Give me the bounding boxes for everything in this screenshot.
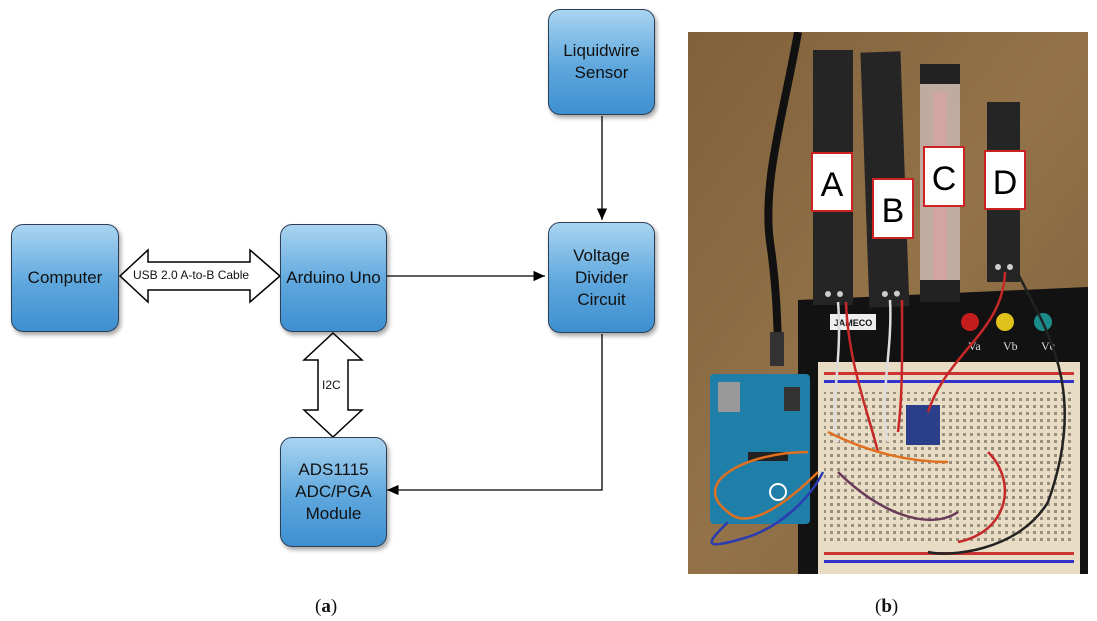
computer-label: Computer bbox=[27, 268, 103, 287]
adc-label: ADS1115 ADC/PGA Module bbox=[295, 460, 372, 523]
arduino-board bbox=[710, 374, 810, 524]
caption-a: (a) bbox=[315, 596, 338, 617]
divider-to-adc-arrow bbox=[387, 334, 603, 496]
adc-block: ADS1115 ADC/PGA Module bbox=[280, 437, 387, 547]
usb-plug bbox=[770, 332, 784, 366]
arduino-block: Arduino Uno bbox=[280, 224, 387, 332]
voltage-divider-label: Voltage Divider Circuit bbox=[573, 245, 630, 309]
terminal-vb-label: Vb bbox=[1003, 339, 1018, 353]
wires bbox=[710, 271, 1067, 555]
terminal-va bbox=[961, 313, 979, 331]
sensor-block: Liquidwire Sensor bbox=[548, 9, 655, 115]
computer-block: Computer bbox=[11, 224, 119, 332]
adc-module bbox=[906, 405, 940, 445]
usb-cable bbox=[764, 32, 802, 363]
svg-text:A: A bbox=[821, 166, 844, 204]
svg-text:C: C bbox=[932, 160, 957, 198]
svg-text:B: B bbox=[882, 192, 905, 230]
svg-text:JAMECO: JAMECO bbox=[834, 318, 873, 328]
setup-photo: A B C D JAMECO Va Vb Vc bbox=[688, 32, 1088, 574]
svg-text:D: D bbox=[993, 164, 1018, 202]
caption-b: (b) bbox=[875, 596, 899, 617]
label-b: B bbox=[872, 178, 914, 239]
usb-cable-label: USB 2.0 A-to-B Cable bbox=[133, 268, 250, 282]
terminal-vb bbox=[996, 313, 1014, 331]
voltage-divider-block: Voltage Divider Circuit bbox=[548, 222, 655, 333]
i2c-label: I2C bbox=[322, 378, 341, 392]
arduino-label: Arduino Uno bbox=[286, 268, 381, 287]
sensor-label: Liquidwire Sensor bbox=[563, 41, 640, 82]
brand-label: JAMECO bbox=[830, 314, 876, 330]
label-d: D bbox=[984, 150, 1026, 210]
label-a: A bbox=[811, 152, 853, 212]
label-c: C bbox=[923, 146, 965, 207]
